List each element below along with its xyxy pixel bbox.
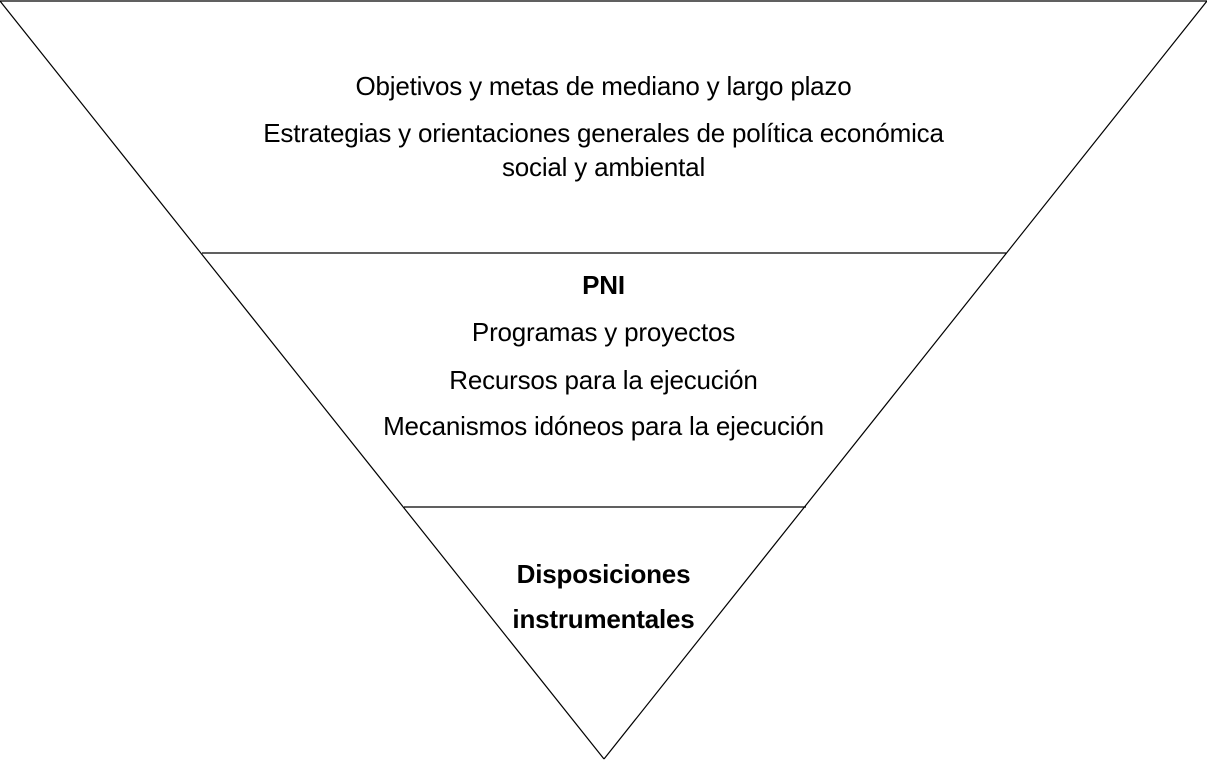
pyramid-right-edge (603, 0, 1207, 760)
middle-tier-resources-text: Recursos para la ejecución (449, 365, 758, 395)
top-tier-objectives-text: Objetivos y metas de mediano y largo pla… (355, 71, 852, 101)
middle-tier-programs-text: Programas y proyectos (471, 317, 736, 347)
bottom-tier-title-line2: instrumentales (512, 604, 695, 634)
top-tier-strategies-text: Estrategias y orientaciones generales de… (263, 118, 944, 148)
top-tier-strategies-text-cont: social y ambiental (501, 152, 706, 182)
bottom-tier-title-line1: Disposiciones (516, 559, 691, 589)
middle-tier-title: PNI (582, 270, 625, 300)
middle-tier-mechanisms-text: Mecanismos idóneos para la ejecución (383, 411, 824, 441)
pyramid-left-edge (0, 0, 605, 760)
